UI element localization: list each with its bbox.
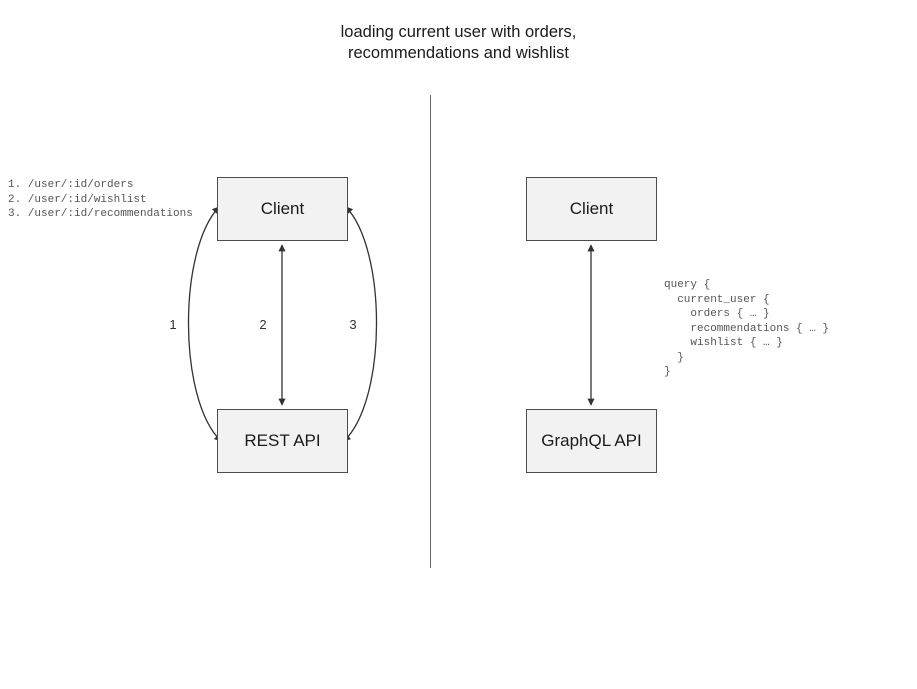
edge-label-2: 2 xyxy=(259,317,267,332)
node-graphql-api-label: GraphQL API xyxy=(541,431,642,450)
node-client-graphql: Client xyxy=(526,177,657,241)
edge-curve-1 xyxy=(187,206,222,442)
graphql-query-block: query { current_user { orders { … } reco… xyxy=(664,279,830,378)
node-client-rest: Client xyxy=(217,177,348,241)
node-rest-api-label: REST API xyxy=(244,431,321,450)
edge-label-3: 3 xyxy=(349,317,357,332)
node-rest-api: REST API xyxy=(217,409,348,473)
node-client-graphql-label: Client xyxy=(569,199,614,218)
edge-label-1: 1 xyxy=(169,317,177,332)
vertical-divider xyxy=(430,95,431,568)
node-graphql-api: GraphQL API xyxy=(526,409,657,473)
rest-endpoint-list: 1. /user/:id/orders 2. /user/:id/wishlis… xyxy=(8,179,193,220)
page-title: loading current user with orders, recomm… xyxy=(340,23,577,62)
node-client-rest-label: Client xyxy=(260,199,305,218)
